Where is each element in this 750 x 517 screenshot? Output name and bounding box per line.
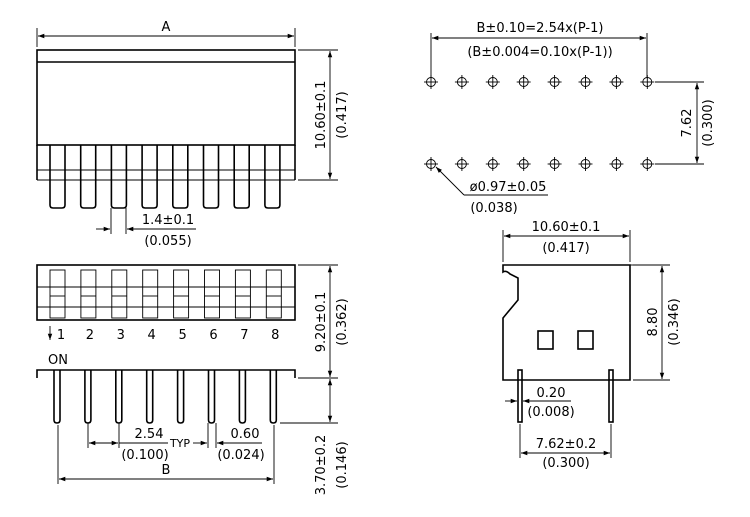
switch-number: 8	[271, 328, 279, 343]
dim-b-label: B	[162, 463, 171, 478]
top-switch-cells	[49, 269, 282, 319]
switch-number: 5	[178, 328, 186, 343]
front-actuator	[110, 145, 128, 209]
front-actuator	[172, 145, 189, 209]
pin-length-inch: (0.146)	[335, 441, 350, 488]
hole-dia-inch: (0.038)	[470, 201, 517, 216]
pcb-holes	[424, 75, 655, 171]
pcb-hole	[485, 75, 500, 89]
top-pins	[53, 370, 278, 424]
front-actuators	[49, 145, 281, 209]
side-width-inch: (0.417)	[542, 241, 589, 256]
pcb-hole	[516, 157, 531, 171]
switch-number: 2	[86, 328, 94, 343]
top-pitch-inch: (0.100)	[121, 448, 168, 463]
front-height-inch: (0.417)	[335, 91, 350, 138]
pcb-hole	[485, 157, 500, 171]
top-pin	[207, 370, 216, 424]
pcb-hole	[424, 157, 438, 171]
top-switch-slot	[234, 269, 251, 319]
pcb-b-formula-inch: (B±0.004=0.10x(P-1))	[467, 45, 612, 60]
pcb-hole	[547, 75, 562, 89]
front-body	[36, 49, 296, 146]
side-height-value: 8.80	[646, 308, 661, 337]
pcb-hole-layout: B±0.10=2.54x(P-1) (B±0.004=0.10x(P-1)) 7…	[424, 21, 716, 216]
pcb-hole	[640, 157, 655, 171]
side-window-left	[537, 330, 554, 350]
top-switch-slot	[111, 269, 128, 319]
top-pin	[145, 370, 154, 424]
top-switch-slot	[49, 269, 66, 319]
switch-numbers: 1 2 3 4 5 6 7 8	[57, 328, 280, 343]
switch-number: 7	[240, 328, 248, 343]
front-pitch-inch: (0.055)	[144, 234, 191, 249]
hole-dia-leader	[435, 166, 465, 196]
pcb-row-spacing-inch: (0.300)	[701, 99, 716, 146]
pcb-row-spacing-value: 7.62	[680, 109, 695, 138]
pin-length-value: 3.70±0.2	[314, 435, 329, 496]
top-pin	[84, 370, 92, 424]
side-pin-right	[608, 369, 614, 423]
front-actuator	[202, 145, 220, 209]
top-pin	[115, 370, 123, 424]
top-pin	[238, 370, 247, 424]
pcb-b-formula-mm: B±0.10=2.54x(P-1)	[477, 21, 604, 36]
front-pitch-value: 1.4±0.1	[142, 213, 194, 228]
pin-thick-inch: (0.008)	[527, 405, 574, 420]
switch-number: 6	[209, 328, 217, 343]
side-window-right	[577, 330, 594, 350]
pcb-hole	[516, 75, 531, 89]
side-view: 10.60±0.1 (0.417) 8.80 (0.346) 0.20 (0.0…	[502, 220, 682, 471]
side-width-value: 10.60±0.1	[532, 220, 601, 235]
top-switch-slot	[173, 269, 190, 319]
front-actuator	[264, 145, 281, 209]
switch-number: 1	[57, 328, 65, 343]
typ-label: TYP	[169, 437, 190, 450]
pin-width-value: 0.60	[231, 427, 260, 442]
pin-thick-value: 0.20	[537, 386, 566, 401]
top-pin	[53, 370, 61, 424]
top-switch-slot	[142, 269, 159, 319]
top-base	[36, 369, 296, 378]
pcb-hole	[578, 157, 593, 171]
side-pin-spacing-inch: (0.300)	[542, 456, 589, 471]
top-switch-slot	[204, 269, 220, 319]
top-switch-slot	[80, 269, 97, 319]
pcb-hole	[454, 157, 469, 171]
front-height-value: 10.60±0.1	[314, 81, 329, 150]
top-pin	[269, 370, 278, 424]
pcb-hole	[578, 75, 593, 89]
front-actuator	[79, 145, 97, 209]
top-switch-slot	[265, 269, 282, 319]
on-label: ON	[48, 353, 68, 368]
pcb-hole	[609, 157, 624, 171]
top-body	[36, 264, 296, 321]
top-pitch-value: 2.54	[135, 427, 164, 442]
top-pin	[176, 370, 185, 424]
side-pin-left	[517, 369, 523, 423]
front-actuator	[141, 145, 158, 209]
pin-width-inch: (0.024)	[217, 448, 264, 463]
switch-number: 3	[117, 328, 125, 343]
switch-number: 4	[148, 328, 156, 343]
pcb-hole	[454, 75, 469, 89]
hole-dia-value: ø0.97±0.05	[470, 180, 547, 195]
dim-a-label: A	[162, 20, 171, 35]
front-view: A 10.60±0.1 (0.417) 1.4±0.1 (0.055)	[36, 20, 350, 249]
pcb-hole	[547, 157, 562, 171]
side-pin-spacing-value: 7.62±0.2	[536, 437, 597, 452]
top-view: 1 2 3 4 5 6 7 8 ON 9.20±0.1 (0.362) 3.70±0.2 (0…	[36, 264, 350, 496]
top-body-height-value: 9.20±0.1	[314, 292, 329, 353]
front-actuator	[49, 145, 66, 209]
top-body-height-inch: (0.362)	[335, 298, 350, 345]
front-actuator	[233, 145, 250, 209]
side-height-inch: (0.346)	[667, 298, 682, 345]
side-body	[502, 264, 631, 381]
pcb-hole	[609, 75, 624, 89]
